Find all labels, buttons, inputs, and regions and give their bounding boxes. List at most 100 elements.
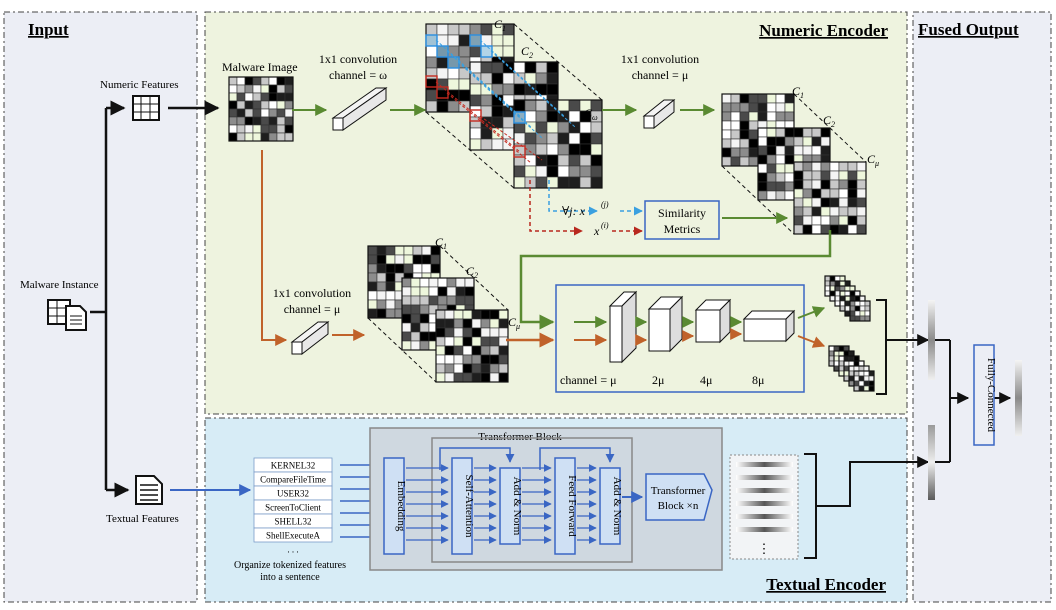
svg-text:2: 2 <box>831 120 835 129</box>
transformer-internal-arrows <box>406 464 644 544</box>
svg-text:2: 2 <box>529 51 533 60</box>
svg-text:Block ×n: Block ×n <box>658 500 699 512</box>
textual-vector-bar <box>928 425 935 500</box>
cnn-internal-arrows <box>574 306 826 348</box>
svg-text:x: x <box>593 224 600 238</box>
textual-merge-bracket <box>804 453 930 559</box>
malware-image-grid <box>228 76 294 142</box>
malware-instance-label: Malware Instance <box>20 279 99 291</box>
document-icon <box>135 475 163 505</box>
token-text: SHELL32 <box>275 517 312 527</box>
organize-caption: Organize tokenized features into a sente… <box>234 560 346 583</box>
conv-omega-caption: 1x1 convolution channel = ω <box>319 52 397 82</box>
token-text: ScreenToClient <box>265 503 321 513</box>
conv-mu-bottom-cuboid <box>290 320 330 356</box>
token-text: USER32 <box>277 489 309 499</box>
svg-text:C: C <box>508 315 517 329</box>
fully-connected-label: Fully-Connected <box>985 358 997 432</box>
svg-text:C: C <box>521 44 530 58</box>
numeric-vector-bar <box>928 300 935 380</box>
svg-text:Similarity: Similarity <box>658 206 706 220</box>
fused-merge-lines <box>935 339 1012 463</box>
orange-route-to-conv-mu <box>261 150 288 346</box>
token-list: KERNEL32CompareFileTimeUSER32ScreenToCli… <box>253 457 333 555</box>
svg-text:channel = μ: channel = μ <box>560 373 617 387</box>
cnn-output-bottom-layer-6 <box>853 370 875 392</box>
numeric-features-label: Numeric Features <box>100 79 179 91</box>
embedding-vector <box>736 462 793 467</box>
token-cell <box>253 527 333 543</box>
svg-text:1: 1 <box>502 24 506 33</box>
transformer-block-label: Transformer Block <box>478 431 562 443</box>
cnn-output-top-layer-6 <box>849 300 871 322</box>
embedding-vector <box>736 475 793 480</box>
svg-text:C: C <box>584 106 593 120</box>
embedding-vector <box>736 527 793 532</box>
fused-output-title: Fused Output <box>918 20 1019 39</box>
svg-text:channel = μ: channel = μ <box>284 302 341 316</box>
svg-text:ω: ω <box>592 113 598 122</box>
svg-text:μ: μ <box>874 159 879 168</box>
embedding-ellipsis: ⋮ <box>758 541 771 556</box>
embedding-vector <box>736 488 793 493</box>
conv-mu-top-caption: 1x1 convolution channel = μ <box>621 52 699 82</box>
svg-text:1: 1 <box>443 242 447 251</box>
svg-text:2μ: 2μ <box>652 373 664 387</box>
numeric-encoder-title: Numeric Encoder <box>759 21 888 40</box>
transformer-n-label: Transformer Block ×n <box>651 485 706 512</box>
textual-encoder-title: Textual Encoder <box>766 575 886 594</box>
token-embedding-output-box <box>729 454 799 560</box>
token-text: . . . <box>287 545 298 555</box>
add-norm-box-1 <box>499 467 521 545</box>
svg-text:(j): (j) <box>601 200 609 209</box>
conv-mu-bottom-caption: 1x1 convolution channel = μ <box>273 286 351 316</box>
transformer-n-shape <box>645 473 713 521</box>
similarity-dashed-arrows <box>529 180 643 236</box>
svg-text:C: C <box>792 84 801 98</box>
cnn-layer-3 <box>694 298 732 344</box>
self-attention-box <box>451 457 473 555</box>
svg-text:(i): (i) <box>601 221 609 230</box>
malware-instance-icon <box>47 299 87 331</box>
token-text: ShellExecuteA <box>266 531 320 541</box>
stack-mu-output-layer-3 <box>793 161 867 235</box>
svg-text:channel = μ: channel = μ <box>632 68 689 82</box>
svg-text:C: C <box>435 235 444 249</box>
embedding-output-bars <box>736 462 793 532</box>
cnn-output-stack-bottom <box>828 345 875 392</box>
similarity-metrics-box <box>644 200 720 240</box>
svg-text:channel = ω: channel = ω <box>329 68 387 82</box>
svg-text:1x1 convolution: 1x1 convolution <box>273 286 351 300</box>
add-norm-label-2: Add & Norm <box>611 477 623 536</box>
numeric-merge-bracket <box>876 299 930 395</box>
grid-table-icon <box>132 95 160 121</box>
x-i-label: x (i) <box>593 221 609 238</box>
token-text: CompareFileTime <box>260 475 326 485</box>
feature-map-stack-omega <box>425 23 603 189</box>
cnn-layer-2 <box>647 295 684 353</box>
cnn-layer-1 <box>608 290 638 364</box>
embedding-label: Embedding <box>395 481 407 532</box>
svg-text:4μ: 4μ <box>700 373 712 387</box>
input-panel <box>3 11 198 603</box>
svg-text:into a sentence: into a sentence <box>260 572 320 583</box>
svg-text:1x1 convolution: 1x1 convolution <box>319 52 397 66</box>
conv-mu-top-cuboid <box>642 98 676 130</box>
malware-image-label: Malware Image <box>222 60 298 74</box>
svg-text:1x1 convolution: 1x1 convolution <box>621 52 699 66</box>
svg-text:C: C <box>494 17 503 31</box>
cnn-layer-4 <box>742 309 796 343</box>
residual-connections <box>439 447 615 470</box>
stack-mu-middle-layer-3 <box>435 309 509 383</box>
cnn-channel-labels: channel = μ 2μ 4μ 8μ <box>560 373 764 387</box>
feed-forward-box <box>554 457 576 555</box>
malware-image-cells <box>228 76 294 142</box>
svg-text:μ: μ <box>515 322 520 331</box>
svg-text:C: C <box>823 113 832 127</box>
output-vector-bar <box>1015 360 1022 436</box>
feature-map-stack-mu-middle <box>367 245 509 383</box>
